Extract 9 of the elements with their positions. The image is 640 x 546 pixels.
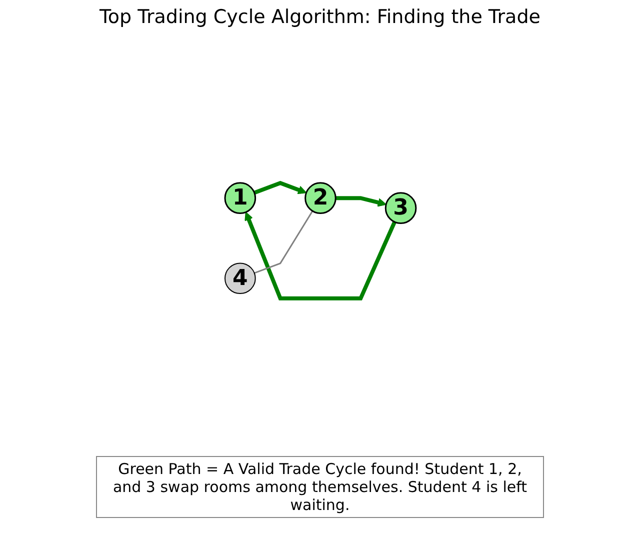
arrow: [244, 212, 396, 300]
node-circle: 1: [224, 182, 256, 214]
diagram-title: Top Trading Cycle Algorithm: Finding the Trade: [98, 6, 542, 28]
arrow: [335, 196, 386, 207]
arrow: [253, 180, 306, 195]
node-circle: 2: [304, 182, 336, 214]
node-circle: 3: [384, 192, 416, 224]
node-circle: 4: [224, 262, 256, 294]
note-text: Green Path = A Valid Trade Cycle found! Student 1, 2, and 3 swap rooms among themselves. Student 4 is left waiting.: [96, 456, 544, 518]
